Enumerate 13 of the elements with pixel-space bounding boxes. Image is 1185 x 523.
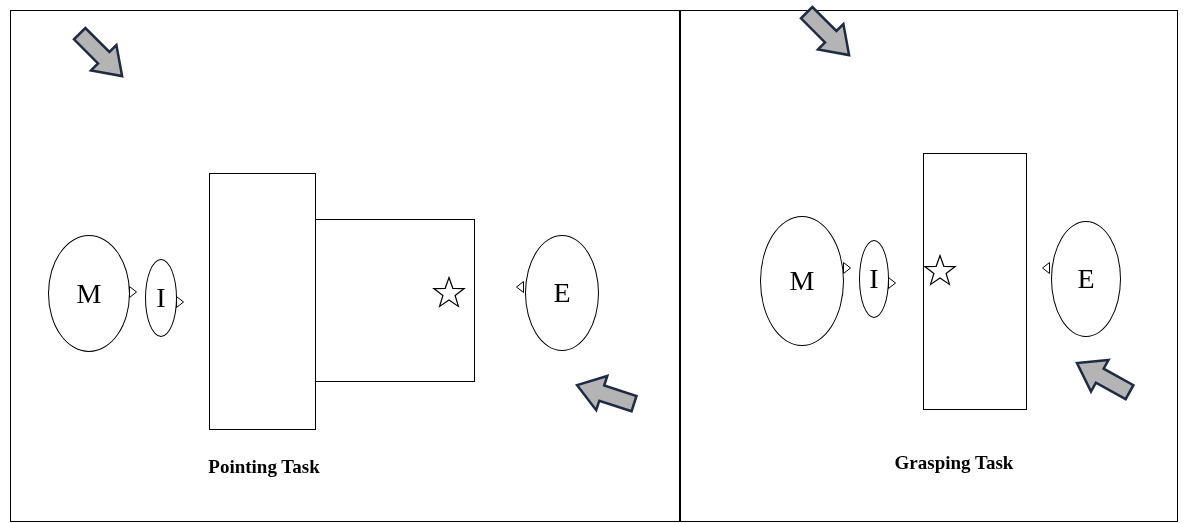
ellipse-node: E — [1051, 221, 1121, 337]
ellipse-node: M — [48, 235, 130, 352]
star-marker — [432, 275, 466, 309]
ellipse-node: I — [145, 259, 177, 337]
rectangle — [315, 219, 475, 382]
panel-caption: Pointing Task — [208, 456, 320, 478]
rectangle — [923, 153, 1027, 410]
ellipse-node: I — [859, 240, 889, 318]
panel-caption: Grasping Task — [894, 452, 1014, 474]
ellipse-node: M — [760, 216, 844, 346]
star-marker — [923, 253, 957, 287]
ellipse-node: E — [525, 235, 599, 351]
rectangle — [209, 173, 316, 430]
